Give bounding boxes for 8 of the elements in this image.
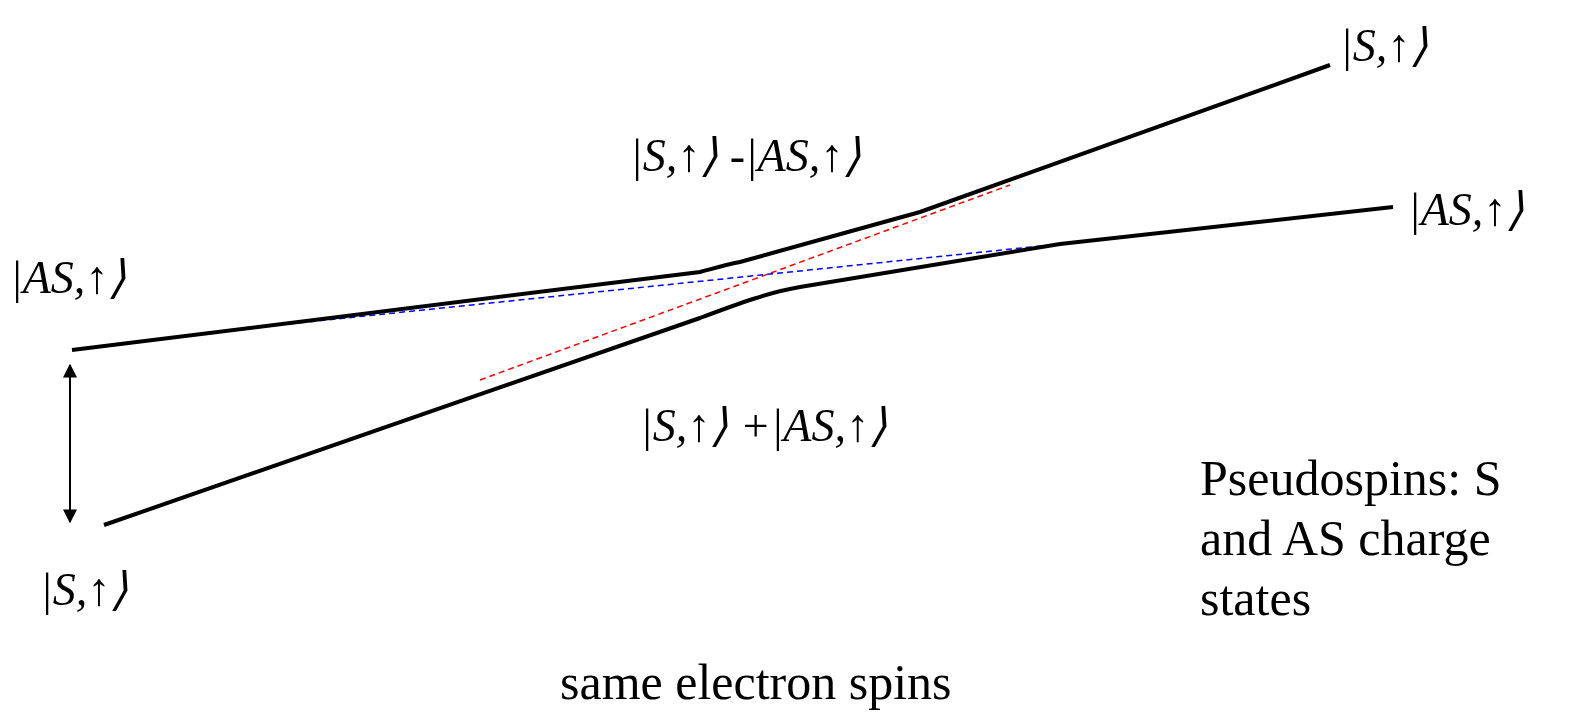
state-label: |S,↑⟩ — [1340, 19, 1429, 73]
note-text: Pseudospins: S and AS charge states — [1200, 449, 1503, 628]
state-label: |S,↑⟩ +|AS,↑⟩ — [640, 399, 887, 453]
state-label: |AS,↑⟩ — [1408, 183, 1525, 237]
state-label: |AS,↑⟩ — [10, 251, 127, 305]
state-label: |S,↑⟩ -|AS,↑⟩ — [630, 129, 862, 183]
caption: same electron spins — [560, 653, 952, 712]
state-label: |S,↑⟩ — [40, 563, 129, 617]
